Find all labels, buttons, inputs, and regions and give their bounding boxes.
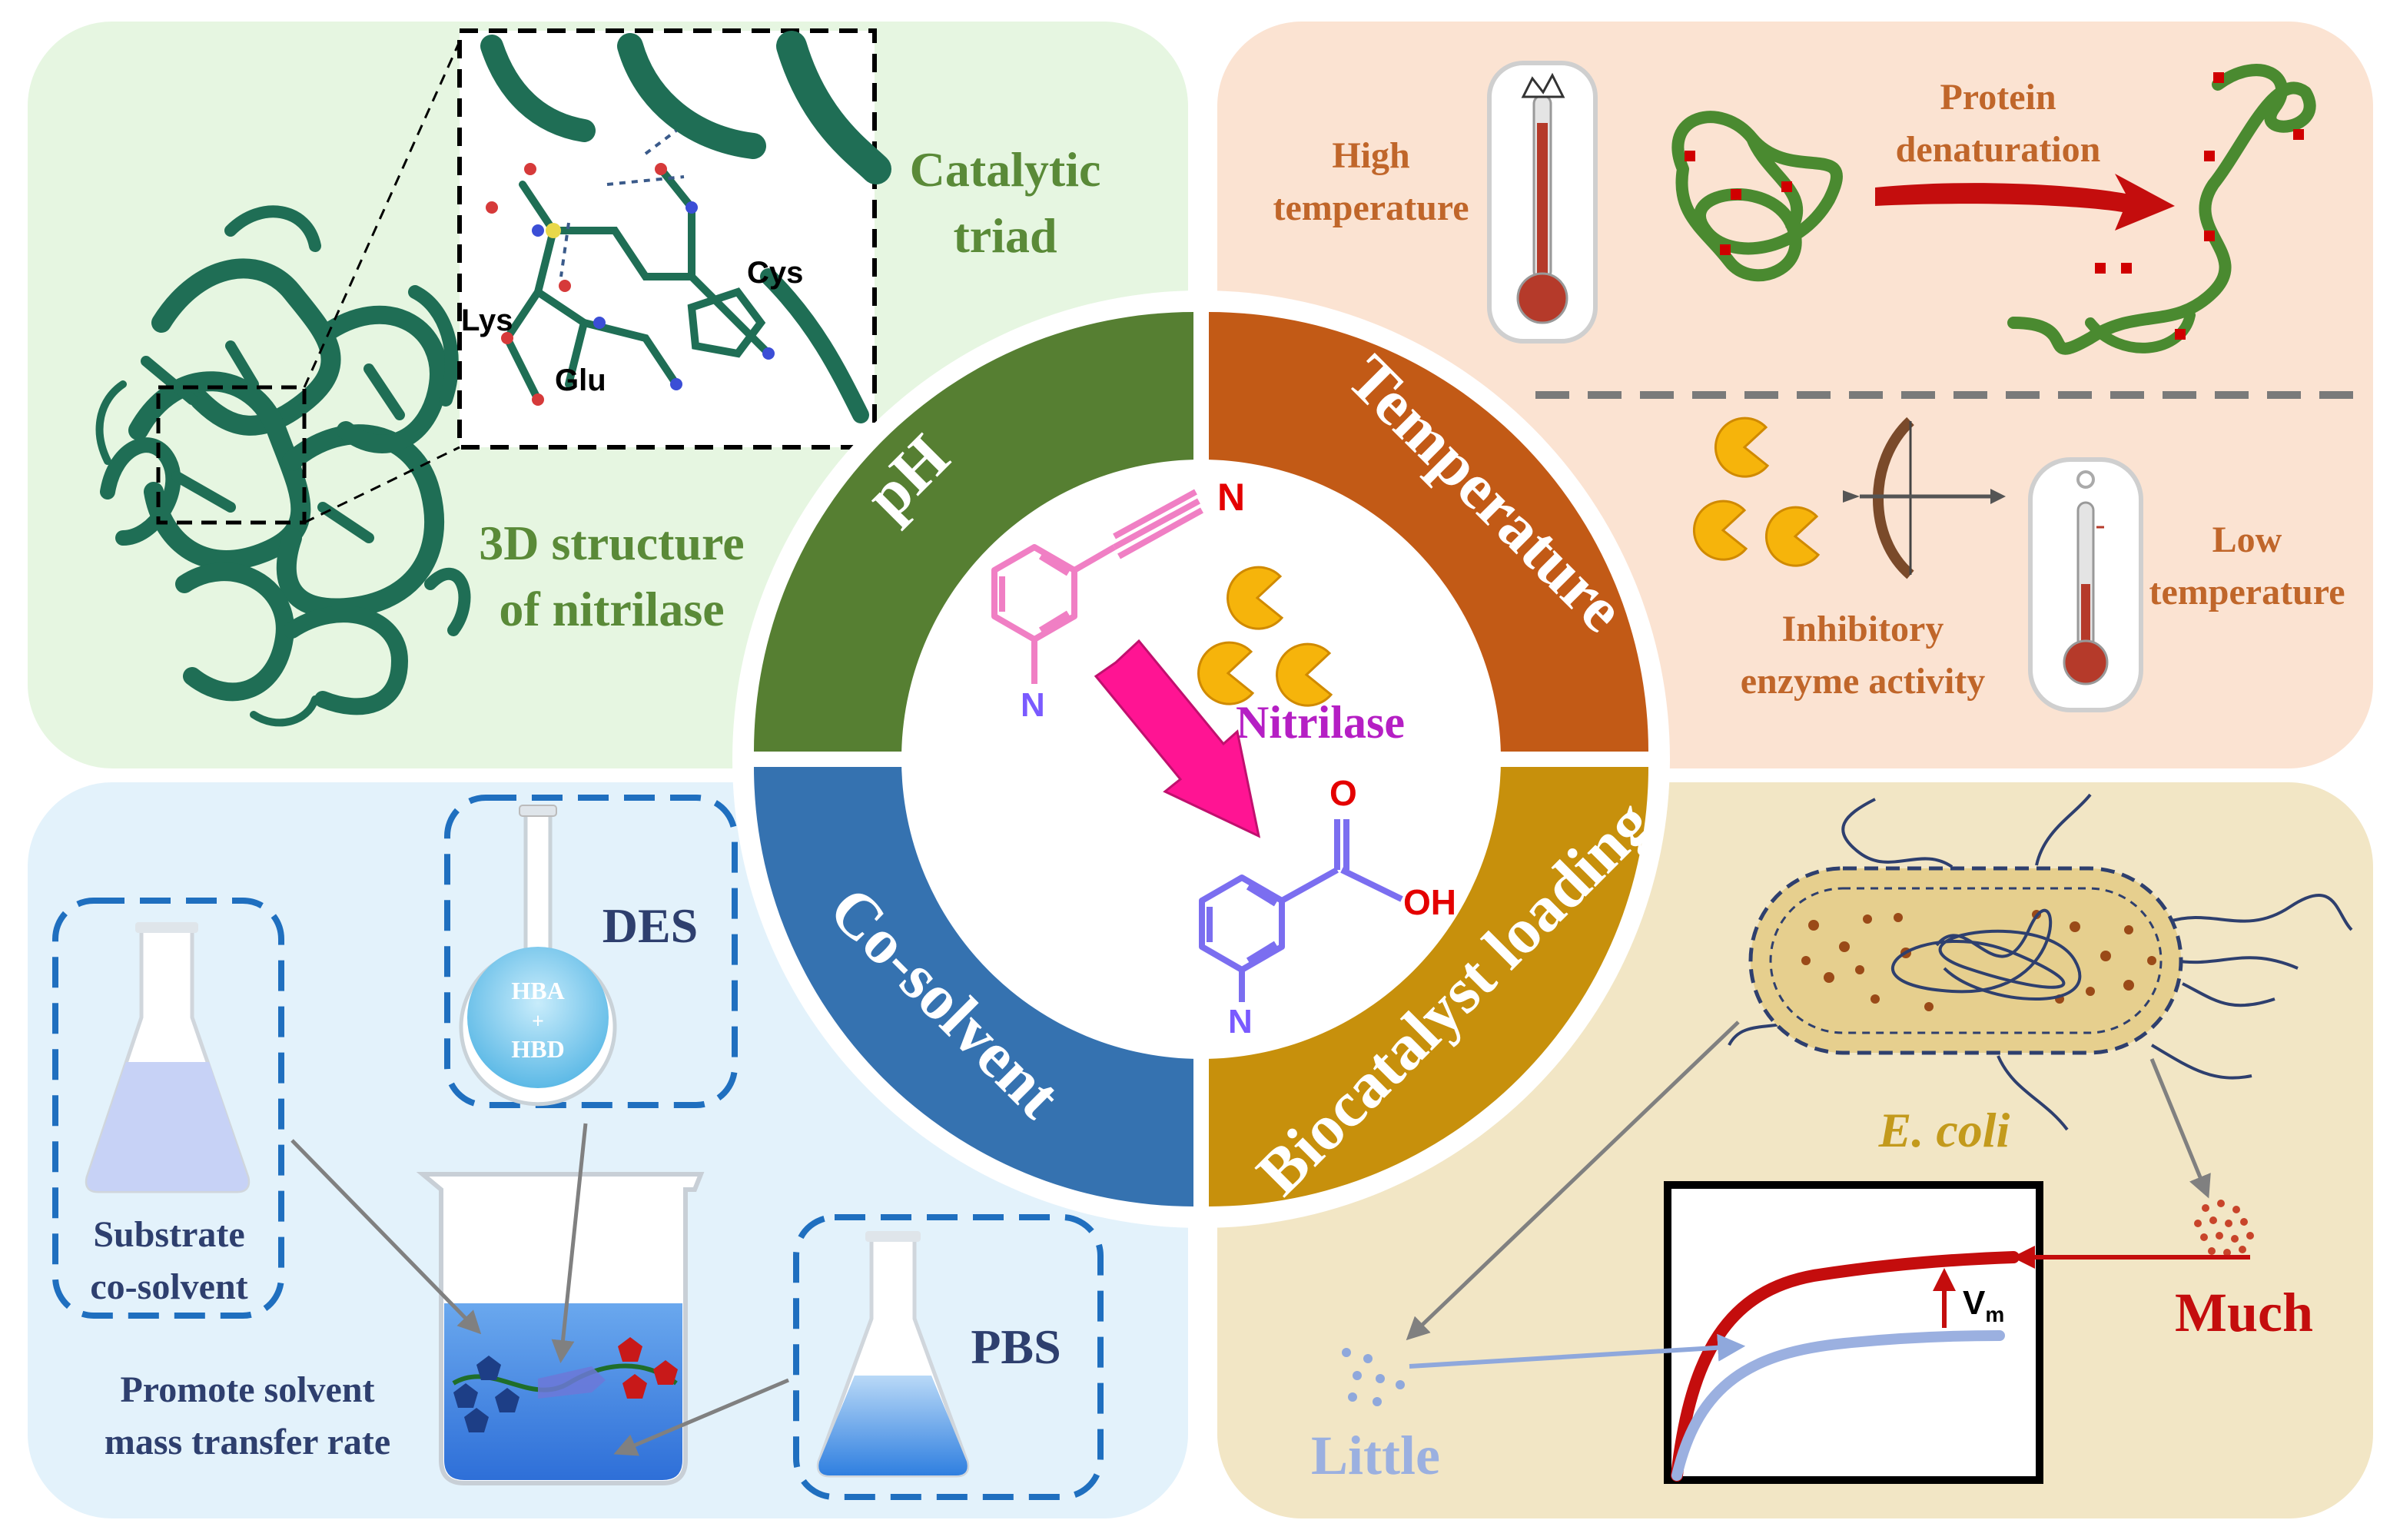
- promote-line2: mass transfer rate: [105, 1422, 390, 1462]
- inhibitory-line2: enzyme activity: [1741, 661, 1986, 702]
- kinetics-curve-much: [1671, 1251, 2020, 1482]
- protein-ribbon-structure: [95, 205, 471, 727]
- catalytic-triad-title-line2: triad: [953, 208, 1057, 263]
- folded-coil-red-marks: [1685, 151, 1792, 255]
- des-label: DES: [602, 898, 699, 953]
- ecoli-label: E. coli: [1878, 1103, 2010, 1157]
- ecoli-inner-membrane: [1769, 887, 2163, 1034]
- little-label: Little: [1311, 1425, 1440, 1486]
- denaturation-line2: denaturation: [1896, 129, 2101, 170]
- high-temp-line1: High: [1332, 135, 1409, 176]
- substrate-cosolvent-dashed-box: [52, 898, 284, 1319]
- substrate-conical-flask-icon: [85, 922, 251, 1193]
- hba-label: HBA: [511, 977, 564, 1004]
- catalytic-triad-title-line1: Catalytic: [910, 142, 1101, 197]
- pbs-conical-flask-icon: [816, 1231, 970, 1478]
- atom-beads: [486, 163, 775, 406]
- des-round-flask-icon: [459, 805, 617, 1107]
- biocatalyst-arrows: [1406, 1021, 2211, 1341]
- hbond-1: [606, 175, 685, 186]
- product-hydroxyl: OH: [1403, 882, 1456, 922]
- ecoli-cell: [1748, 866, 2183, 1055]
- reaction-beaker-icon: [416, 1172, 705, 1485]
- hbd-label: HBD: [511, 1035, 564, 1063]
- unfolded-chain-tail: [2085, 310, 2196, 353]
- pbs-label: PBS: [971, 1319, 1061, 1374]
- structure-title-line1: 3D structure: [479, 516, 744, 570]
- vm-label: Vm: [1963, 1284, 2004, 1326]
- ecoli-dna-tangle: [1890, 908, 2082, 1001]
- plus-label: +: [532, 1010, 544, 1034]
- unfolded-protein-chain: [2007, 64, 2316, 355]
- unfolded-chain-red-marks: [2095, 72, 2304, 340]
- product-carbonyl-o: O: [1329, 773, 1357, 813]
- inhibitory-line1: Inhibitory: [1782, 609, 1944, 649]
- substrate-line2: co-solvent: [90, 1266, 247, 1307]
- pbs-dashed-box: [793, 1214, 1104, 1500]
- promote-line1: Promote solvent: [120, 1369, 374, 1410]
- cosolvent-arrows: [290, 1123, 789, 1456]
- enzyme-label: Nitrilase: [1236, 697, 1405, 748]
- substrate-ring-n: N: [1021, 686, 1045, 724]
- much-cells-dots: [2194, 1200, 2254, 1256]
- denaturation-arrow: [1875, 174, 2175, 231]
- little-to-curve-arrow: [1409, 1333, 1746, 1369]
- catalytic-triad-sticks: [480, 31, 891, 423]
- ecoli-flagella: [1728, 793, 2353, 1131]
- active-site-box: [156, 385, 307, 525]
- residue-glu: Glu: [555, 363, 606, 397]
- cold-thermometer-icon: [2028, 457, 2143, 712]
- substrate-nitrile-n: N: [1217, 476, 1245, 519]
- bow-and-arrow-icon: [1843, 417, 2006, 579]
- enzyme-pacman-center-icon: [1197, 566, 1333, 707]
- low-temp-line1: Low: [2212, 519, 2282, 560]
- residue-cys: Cys: [747, 256, 803, 290]
- denaturation-line1: Protein: [1940, 77, 2056, 118]
- enzyme-pacman-icon: [1692, 417, 1821, 567]
- kinetics-curve-little: [1671, 1330, 2005, 1481]
- zoom-line-bottom: [304, 446, 460, 524]
- residue-lys: Lys: [461, 304, 513, 337]
- little-cells-dots: [1342, 1348, 1405, 1406]
- high-temp-line2: temperature: [1273, 188, 1469, 228]
- des-dashed-box: [444, 795, 738, 1108]
- structure-title-line2: of nitrilase: [499, 582, 724, 636]
- product-ring-n: N: [1228, 1003, 1253, 1040]
- low-temp-line2: temperature: [2149, 572, 2345, 612]
- hot-thermometer-icon: [1487, 61, 1598, 344]
- much-label: Much: [2175, 1282, 2313, 1343]
- cys-imidazole-ring: [687, 287, 766, 358]
- reaction-arrow: [1094, 639, 1261, 838]
- zoom-line-top: [303, 41, 461, 388]
- substrate-line1: Substrate: [93, 1214, 244, 1255]
- hbond-2: [559, 222, 570, 277]
